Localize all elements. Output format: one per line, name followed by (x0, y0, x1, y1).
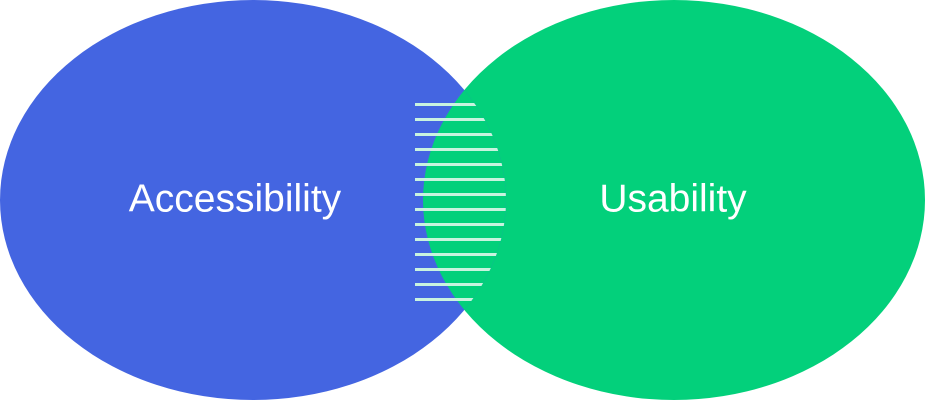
overlap-stripes (415, 103, 506, 301)
overlap-stripe (415, 103, 506, 106)
usability-label: Usability (599, 177, 747, 220)
overlap-stripe (415, 268, 506, 271)
overlap-region (415, 0, 506, 400)
overlap-stripe (415, 238, 506, 241)
overlap-stripe (415, 298, 506, 301)
overlap-stripe (415, 193, 506, 196)
overlap-stripe (415, 253, 506, 256)
overlap-stripe (415, 148, 506, 151)
overlap-stripe (415, 163, 506, 166)
overlap-stripe (415, 208, 506, 211)
usability-circle (423, 0, 925, 400)
overlap-stripe (415, 133, 506, 136)
overlap-stripe (415, 283, 506, 286)
overlap-stripe (415, 178, 506, 181)
overlap-stripe (415, 118, 506, 121)
accessibility-label: Accessibility (129, 177, 342, 220)
overlap-stripe (415, 223, 506, 226)
accessibility-circle (0, 0, 506, 400)
